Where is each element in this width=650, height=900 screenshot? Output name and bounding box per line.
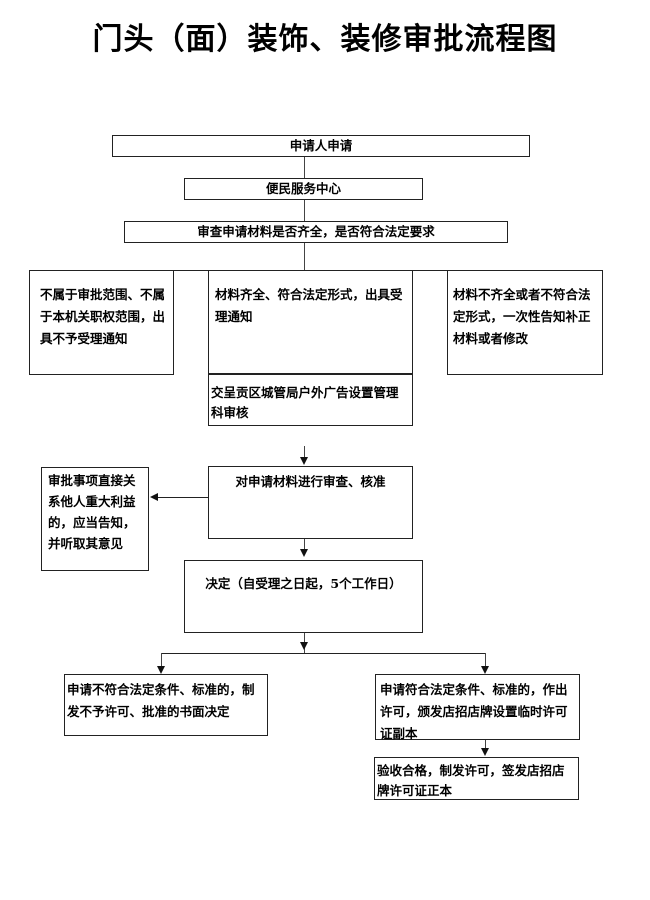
node-incomplete-label: 材料不齐全或者不符合法定形式，一次性告知补正材料或者修改 [453, 287, 591, 346]
node-final-permit-label: 验收合格，制发许可，签发店招店牌许可证正本 [377, 763, 565, 798]
node-apply-label: 申请人申请 [289, 138, 353, 153]
node-approve-label: 申请符合法定条件、标准的，作出许可，颁发店招店牌设置临时许可证副本 [380, 682, 568, 741]
connector-branch-2 [161, 653, 486, 654]
arrow-down-icon [300, 642, 308, 650]
node-review-materials: 审查申请材料是否齐全，是否符合法定要求 [124, 221, 508, 243]
node-reject: 申请不符合法定条件、标准的，制发不予许可、批准的书面决定 [64, 674, 268, 736]
page-title: 门头（面）装饰、装修审批流程图 [92, 22, 558, 57]
connector-to-decision [304, 539, 305, 551]
arrow-left-icon [150, 493, 158, 501]
node-major-interest-label: 审批事项直接关系他人重大利益的，应当告知，并听取其意见 [48, 473, 136, 551]
node-reject-label: 申请不符合法定条件、标准的，制发不予许可、批准的书面决定 [67, 682, 255, 719]
node-examine: 对申请材料进行审查、核准 [208, 466, 413, 539]
node-final-permit: 验收合格，制发许可，签发店招店牌许可证正本 [374, 757, 579, 800]
node-major-interest: 审批事项直接关系他人重大利益的，应当告知，并听取其意见 [41, 467, 149, 571]
connector-to-approve [485, 653, 486, 667]
connector-to-major-interest [157, 497, 208, 498]
connector-to-examine [304, 446, 305, 458]
arrow-down-icon [157, 666, 165, 674]
node-review-materials-label: 审查申请材料是否齐全，是否符合法定要求 [197, 224, 435, 239]
arrow-down-icon [481, 748, 489, 756]
connector-to-final [485, 740, 486, 750]
node-accepted: 材料齐全、符合法定形式，出具受理通知 [208, 270, 413, 374]
node-forward-bureau: 交呈贡区城管局户外广告设置管理科审核 [208, 374, 413, 426]
arrow-down-icon [300, 457, 308, 465]
arrow-down-icon [300, 549, 308, 557]
node-accepted-label: 材料齐全、符合法定形式，出具受理通知 [215, 287, 403, 324]
node-approve: 申请符合法定条件、标准的，作出许可，颁发店招店牌设置临时许可证副本 [375, 674, 580, 741]
node-not-in-scope-label: 不属于审批范围、不属于本机关职权范围，出具不予受理通知 [40, 287, 166, 346]
node-decision: 决定（自受理之日起，5个工作日） [184, 560, 423, 633]
node-decision-label: 决定（自受理之日起，5个工作日） [205, 576, 402, 591]
node-incomplete: 材料不齐全或者不符合法定形式，一次性告知补正材料或者修改 [447, 270, 603, 375]
arrow-down-icon [481, 666, 489, 674]
connector-trunk [304, 157, 305, 270]
node-examine-label: 对申请材料进行审查、核准 [235, 474, 386, 489]
node-service-center: 便民服务中心 [184, 178, 423, 200]
node-service-center-label: 便民服务中心 [265, 181, 341, 196]
node-apply: 申请人申请 [112, 135, 530, 157]
node-not-in-scope: 不属于审批范围、不属于本机关职权范围，出具不予受理通知 [29, 270, 174, 375]
connector-to-reject [161, 653, 162, 667]
node-forward-bureau-label: 交呈贡区城管局户外广告设置管理科审核 [211, 385, 399, 420]
